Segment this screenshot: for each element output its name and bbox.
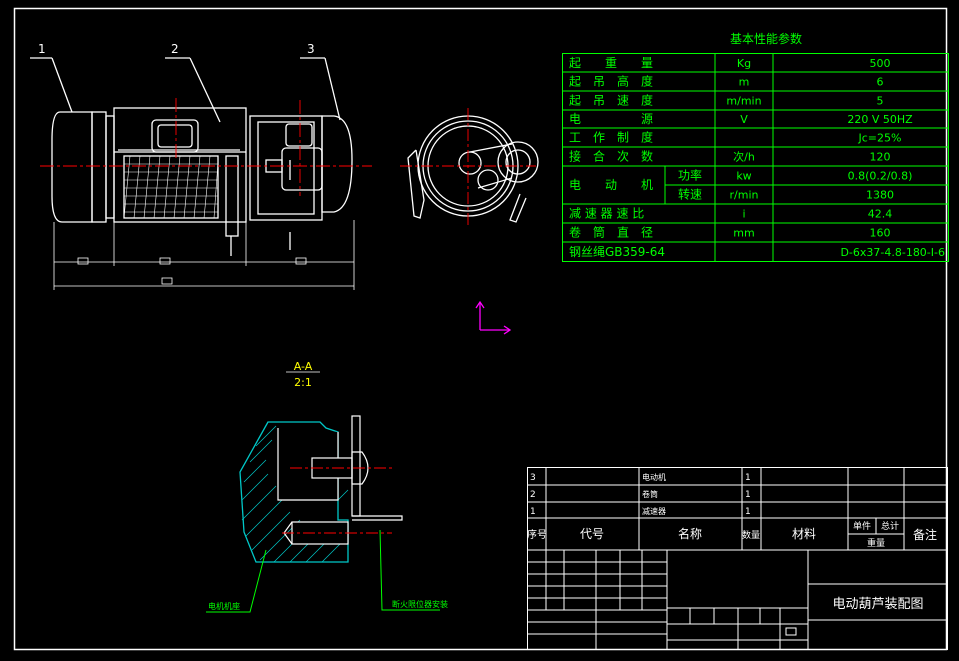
part-no: 2	[530, 490, 536, 500]
side-view-centerlines	[400, 108, 536, 226]
section-label: A-A	[294, 360, 313, 373]
leader-label-motor-housing: 电机机座	[208, 601, 240, 611]
header-code: 代号	[580, 527, 604, 541]
param-name: 电 动 机	[569, 178, 653, 192]
param-value: D-6x37-4.8-180-I-6	[840, 246, 945, 259]
param-unit: 次/h	[733, 150, 755, 164]
param-unit: i	[742, 208, 745, 221]
leader-label-limiter: 断火限位器安装	[392, 599, 448, 609]
param-unit: r/min	[730, 189, 759, 202]
section-scale: 2:1	[294, 376, 312, 389]
header-weight: 重量	[867, 537, 885, 549]
part-name: 减速器	[642, 506, 666, 516]
part-no: 3	[530, 473, 536, 483]
title-block-grid	[527, 467, 948, 650]
part-name: 电动机	[642, 472, 666, 482]
callout-3: 3	[307, 42, 315, 56]
rope-drum-hatch	[123, 155, 219, 219]
param-value: 120	[870, 151, 891, 164]
param-value: 0.8(0.2/0.8)	[848, 170, 913, 183]
parts-list-rows: 3 电动机 1 2 卷筒 1 1 减速器 1	[530, 472, 751, 517]
header-unit-weight: 单件	[853, 520, 871, 532]
part-no: 1	[530, 507, 536, 517]
callout-1: 1	[38, 42, 46, 56]
part-qty: 1	[745, 473, 751, 483]
param-unit: kw	[736, 170, 751, 183]
param-value: 160	[870, 227, 891, 240]
callout-2: 2	[171, 42, 179, 56]
param-value: 6	[877, 76, 884, 89]
header-material: 材料	[792, 527, 816, 541]
params-table-title: 基本性能参数	[730, 31, 802, 46]
param-name: 钢丝绳GB359-64	[569, 245, 665, 259]
drawing-title: 电动葫芦装配图	[832, 597, 923, 612]
part-name: 卷筒	[642, 489, 658, 499]
param-name: 起 吊 高 度	[569, 74, 653, 89]
param-unit: m	[739, 76, 750, 89]
param-name: 接 合 次 数	[569, 149, 653, 164]
param-value: 500	[870, 57, 891, 70]
param-unit: Kg	[737, 57, 751, 70]
hoist-side-view	[407, 115, 539, 223]
param-name: 减 速 器 速 比	[569, 207, 644, 221]
param-sub: 转速	[678, 187, 702, 202]
param-name: 起 吊 速 度	[569, 93, 653, 108]
part-qty: 1	[745, 507, 751, 517]
param-unit: mm	[733, 227, 754, 240]
front-view-centerlines	[40, 98, 372, 196]
hoist-front-view	[30, 57, 355, 290]
params-table-rows: 起 重 量 Kg 500 起 吊 高 度 m 6 起 吊 速 度 m/min 5 电 源 V 220 …	[569, 56, 945, 259]
drawing-frame	[13, 7, 948, 651]
param-name: 起 重 量	[569, 56, 653, 70]
param-unit: m/min	[726, 95, 761, 108]
part-qty: 1	[745, 490, 751, 500]
ucs-icon	[475, 300, 512, 335]
section-a-a	[206, 371, 440, 613]
header-remark: 备注	[913, 527, 937, 542]
param-name: 工 作 制 度	[569, 130, 653, 145]
param-value: 220 V 50HZ	[847, 113, 913, 126]
param-value: 5	[877, 95, 884, 108]
header-qty: 数量	[742, 529, 760, 541]
param-value: 42.4	[868, 208, 893, 221]
header-no: 序号	[527, 528, 547, 541]
header-name: 名称	[678, 526, 702, 541]
params-table-grid	[562, 53, 949, 262]
header-total-weight: 总计	[881, 520, 899, 532]
param-unit: V	[740, 113, 748, 126]
param-name: 电 源	[569, 112, 653, 126]
param-value: 1380	[866, 189, 894, 202]
param-value: Jc=25%	[858, 132, 902, 145]
param-sub: 功率	[678, 168, 702, 183]
param-name: 卷 筒 直 径	[569, 225, 653, 240]
